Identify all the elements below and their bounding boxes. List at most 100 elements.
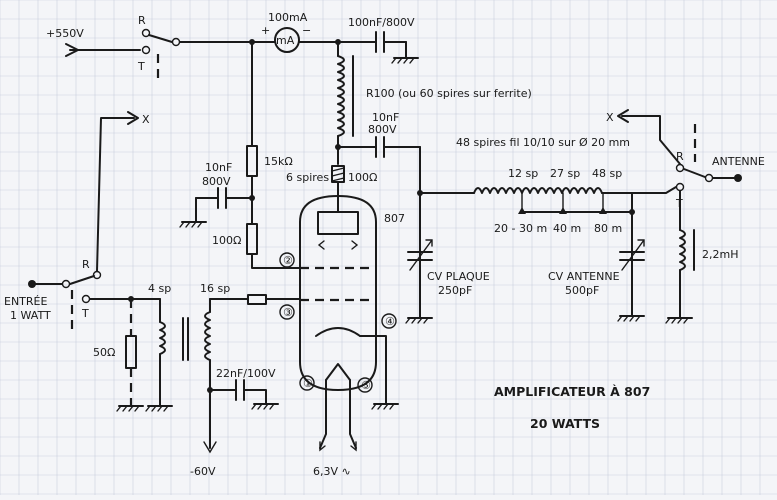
ground-icon [251, 403, 279, 410]
tube-807: 807 ② ③ ④ ① ⑤ 6,3V ∿ [279, 195, 405, 478]
ground-icon [617, 315, 645, 322]
pin3-marker [279, 304, 295, 320]
screen-stopper-label: 100Ω [212, 234, 241, 247]
relay1-t-contact [141, 45, 151, 55]
ground-icon [179, 221, 207, 228]
relay2-r-contact [675, 163, 685, 173]
milliammeter [274, 27, 300, 53]
hv-supply-section: +550V R T mA + − 100mA 100nF/800V [46, 11, 419, 78]
heater-lead-a [319, 379, 327, 449]
relay1-r-contact [141, 28, 151, 38]
relay3-t-label: T [81, 307, 89, 320]
tap-48-label: 48 sp [592, 167, 622, 180]
pin2-marker [279, 252, 295, 268]
hv-supply-label: +550V [46, 27, 84, 40]
ground-icon [371, 403, 399, 410]
band-20-30-label: 20 - 30 m [494, 222, 547, 235]
tap-27-label: 27 sp [550, 167, 580, 180]
input-power: 1 WATT [10, 309, 51, 322]
cv-plate-variable-arrow-icon [409, 239, 433, 271]
ground-icon [665, 317, 693, 324]
bypass-cap-label: 100nF/800V [348, 16, 415, 29]
relay3-arm [69, 275, 95, 285]
tube-cathode [315, 327, 361, 337]
pin1-marker [299, 375, 315, 391]
heater-voltage-label: 6,3V ∿ [313, 465, 351, 478]
cv-antenna-value: 500pF [565, 284, 599, 297]
antenna-choke-winding [679, 229, 686, 271]
relay1-t-label: T [137, 60, 145, 73]
antenna-feed-wire [631, 186, 677, 194]
cv-plate-value: 250pF [438, 284, 472, 297]
relay2-arm [683, 168, 706, 178]
relay2-x-arrow-icon [617, 109, 629, 123]
pin4-label: ④ [385, 315, 395, 328]
pin4-marker [381, 313, 397, 329]
relay2-r-label: R [676, 150, 684, 163]
meter-minus: − [302, 24, 311, 37]
meter-symbol: mA [276, 34, 295, 47]
coupling-cap-value: 10nF [372, 111, 399, 124]
bias-cap-ground-wire [243, 389, 267, 405]
diagram-subtitle: 20 WATTS [530, 416, 600, 431]
beam-plate-right [351, 240, 359, 250]
band-40-label: 40 m [553, 222, 581, 235]
diagram-title: AMPLIFICATEUR À 807 [494, 384, 650, 399]
screen-cap-value: 10nF [205, 161, 232, 174]
parasitic-turns-label: 6 spires [286, 171, 329, 184]
input-name: ENTRÉE [4, 295, 47, 308]
tube-envelope [299, 195, 377, 391]
link-coil-winding [159, 321, 166, 355]
screen-grid-network: 15kΩ 10nF 800V 100Ω [179, 41, 301, 269]
antenna-terminal [734, 174, 742, 182]
antenna-label: ANTENNE [712, 155, 765, 168]
rf-choke: R100 (ou 60 spires sur ferrite) [335, 41, 532, 165]
pin5-label: ⑤ [361, 379, 371, 392]
ground-icon [145, 405, 173, 412]
grid-coil-label: 16 sp [200, 282, 230, 295]
relay1-arm [148, 34, 173, 43]
cv-antenna-variable-arrow-icon [621, 239, 645, 271]
choke-winding [337, 55, 345, 137]
pin5-marker [357, 377, 373, 393]
screen-cap-voltage: 800V [202, 175, 231, 188]
relay3-x-wire [96, 117, 135, 272]
relay3-t-contact [81, 294, 91, 304]
relay2-t-contact [675, 182, 685, 192]
pi-tank-network: 48 spires fil 10/10 sur Ø 20 mm 12 sp 27… [405, 136, 645, 324]
cathode-ground-wire [375, 335, 387, 405]
junction-dot [417, 190, 423, 196]
link-coil-label: 4 sp [148, 282, 171, 295]
meter-plus: + [261, 24, 270, 37]
tank-coil [473, 187, 603, 194]
relay2-x-label: X [606, 111, 614, 124]
tube-label: 807 [384, 212, 405, 225]
junction-dot [629, 209, 635, 215]
meter-label: 100mA [268, 11, 308, 24]
screen-stopper-resistor [246, 223, 258, 255]
heater-arrow-b [350, 441, 357, 452]
coupling-cap-voltage: 800V [368, 123, 397, 136]
band-80-label: 80 m [594, 222, 622, 235]
ground-icon [405, 317, 433, 324]
parasitic-res-label: 100Ω [348, 171, 377, 184]
pin1-label: ① [303, 377, 313, 390]
bias-arrow-icon [203, 441, 217, 454]
relay3-r-contact [92, 270, 102, 280]
choke-label: R100 (ou 60 spires sur ferrite) [366, 87, 532, 100]
pin2-label: ② [283, 254, 293, 267]
ground-icon [391, 57, 419, 64]
parasitic-suppressor: 6 spires 100Ω [286, 165, 377, 213]
screen-resistor-15k [246, 145, 258, 177]
antenna-relay: R T ANTENNE X 2,2mH [606, 109, 765, 324]
bias-cap-label: 22nF/100V [216, 367, 276, 380]
plate-coupling: 10nF 800V [337, 111, 421, 319]
ground-icon [116, 405, 144, 412]
beam-plate-left [317, 240, 325, 250]
pin3-label: ③ [283, 306, 293, 319]
load-label: 50Ω [93, 346, 115, 359]
cv-plate-name: CV PLAQUE [427, 270, 490, 283]
